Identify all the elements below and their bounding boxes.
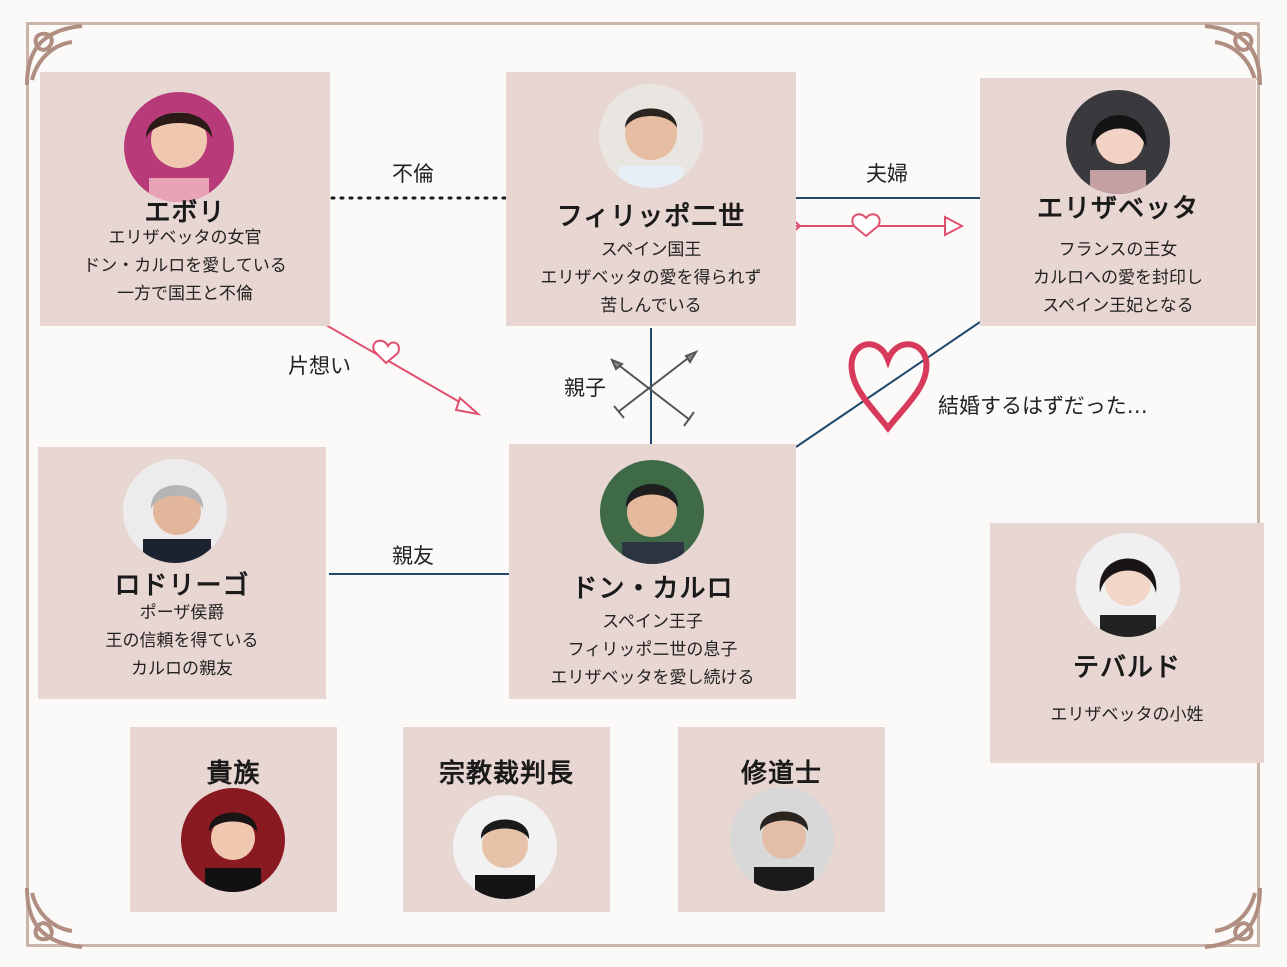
avatar (600, 460, 704, 564)
character-description: エリザベッタの小姓 (1050, 705, 1204, 725)
character-name: エリザベッタ (1036, 194, 1199, 224)
character-card-eboli: エボリ エリザベッタの女官 ドン・カルロを愛している 一方で国王と不倫 (40, 72, 330, 326)
character-card-carlo: ドン・カルロ スペイン王子 フィリッポ二世の息子 エリザベッタを愛し続ける (509, 444, 796, 699)
love-arrow-filippo-icon (769, 213, 965, 238)
character-name: エボリ (144, 198, 226, 228)
avatar (453, 795, 557, 899)
character-card-inquisitor: 宗教裁判長 (403, 727, 610, 912)
avatar (599, 84, 703, 188)
ornament-corner-bottom-right-icon (1204, 887, 1262, 949)
character-description: エリザベッタの女官 ドン・カルロを愛している 一方で国王と不倫 (83, 228, 287, 304)
avatar (1076, 533, 1180, 637)
character-card-rodrigo: ロドリーゴ ポーザ侯爵 王の信頼を得ている カルロの親友 (38, 447, 326, 699)
character-name: ロドリーゴ (114, 571, 250, 601)
relation-label-unrequited: 片想い (288, 354, 351, 378)
ornament-corner-top-right-icon (1204, 24, 1262, 86)
relation-label-affair: 不倫 (392, 162, 434, 186)
character-name: 宗教裁判長 (438, 759, 574, 789)
avatar (181, 788, 285, 892)
character-card-tebaldo: テバルド エリザベッタの小姓 (990, 523, 1264, 763)
character-name: 修道士 (740, 759, 822, 789)
avatar (124, 92, 234, 202)
character-description: スペイン王子 フィリッポ二世の息子 エリザベッタを愛し続ける (550, 612, 755, 688)
character-card-friar: 修道士 (678, 727, 885, 912)
character-description: スペイン国王 エリザベッタの愛を得られず 苦しんでいる (540, 240, 762, 316)
character-card-noble: 貴族 (130, 727, 337, 912)
crossed-swords-icon (610, 349, 699, 427)
character-name: ドン・カルロ (571, 574, 734, 604)
were-to-marry-line (795, 321, 981, 448)
character-name: テバルド (1072, 653, 1181, 683)
character-name: 貴族 (206, 759, 261, 789)
ornament-corner-bottom-left-icon (25, 887, 83, 949)
decorative-frame (26, 22, 1260, 947)
avatar (730, 787, 834, 891)
relation-label-best-friend: 親友 (392, 544, 434, 568)
relation-label-couple: 夫婦 (866, 162, 908, 186)
character-name: フィリッポ二世 (556, 202, 746, 232)
character-description: ポーザ侯爵 王の信頼を得ている カルロの親友 (105, 603, 259, 679)
character-card-filippo: フィリッポ二世 スペイン国王 エリザベッタの愛を得られず 苦しんでいる (506, 72, 796, 326)
relation-label-parent-child: 親子 (564, 376, 606, 400)
ornament-corner-top-left-icon (25, 24, 83, 86)
character-card-elisabetta: エリザベッタ フランスの王女 カルロへの愛を封印し スペイン王妃となる (980, 78, 1256, 326)
avatar (123, 459, 227, 563)
avatar (1066, 90, 1170, 194)
relation-label-were-to-marry: 結婚するはずだった… (938, 394, 1148, 418)
big-heart-icon (848, 341, 930, 433)
character-description: フランスの王女 カルロへの愛を封印し スペイン王妃となる (1033, 240, 1203, 316)
